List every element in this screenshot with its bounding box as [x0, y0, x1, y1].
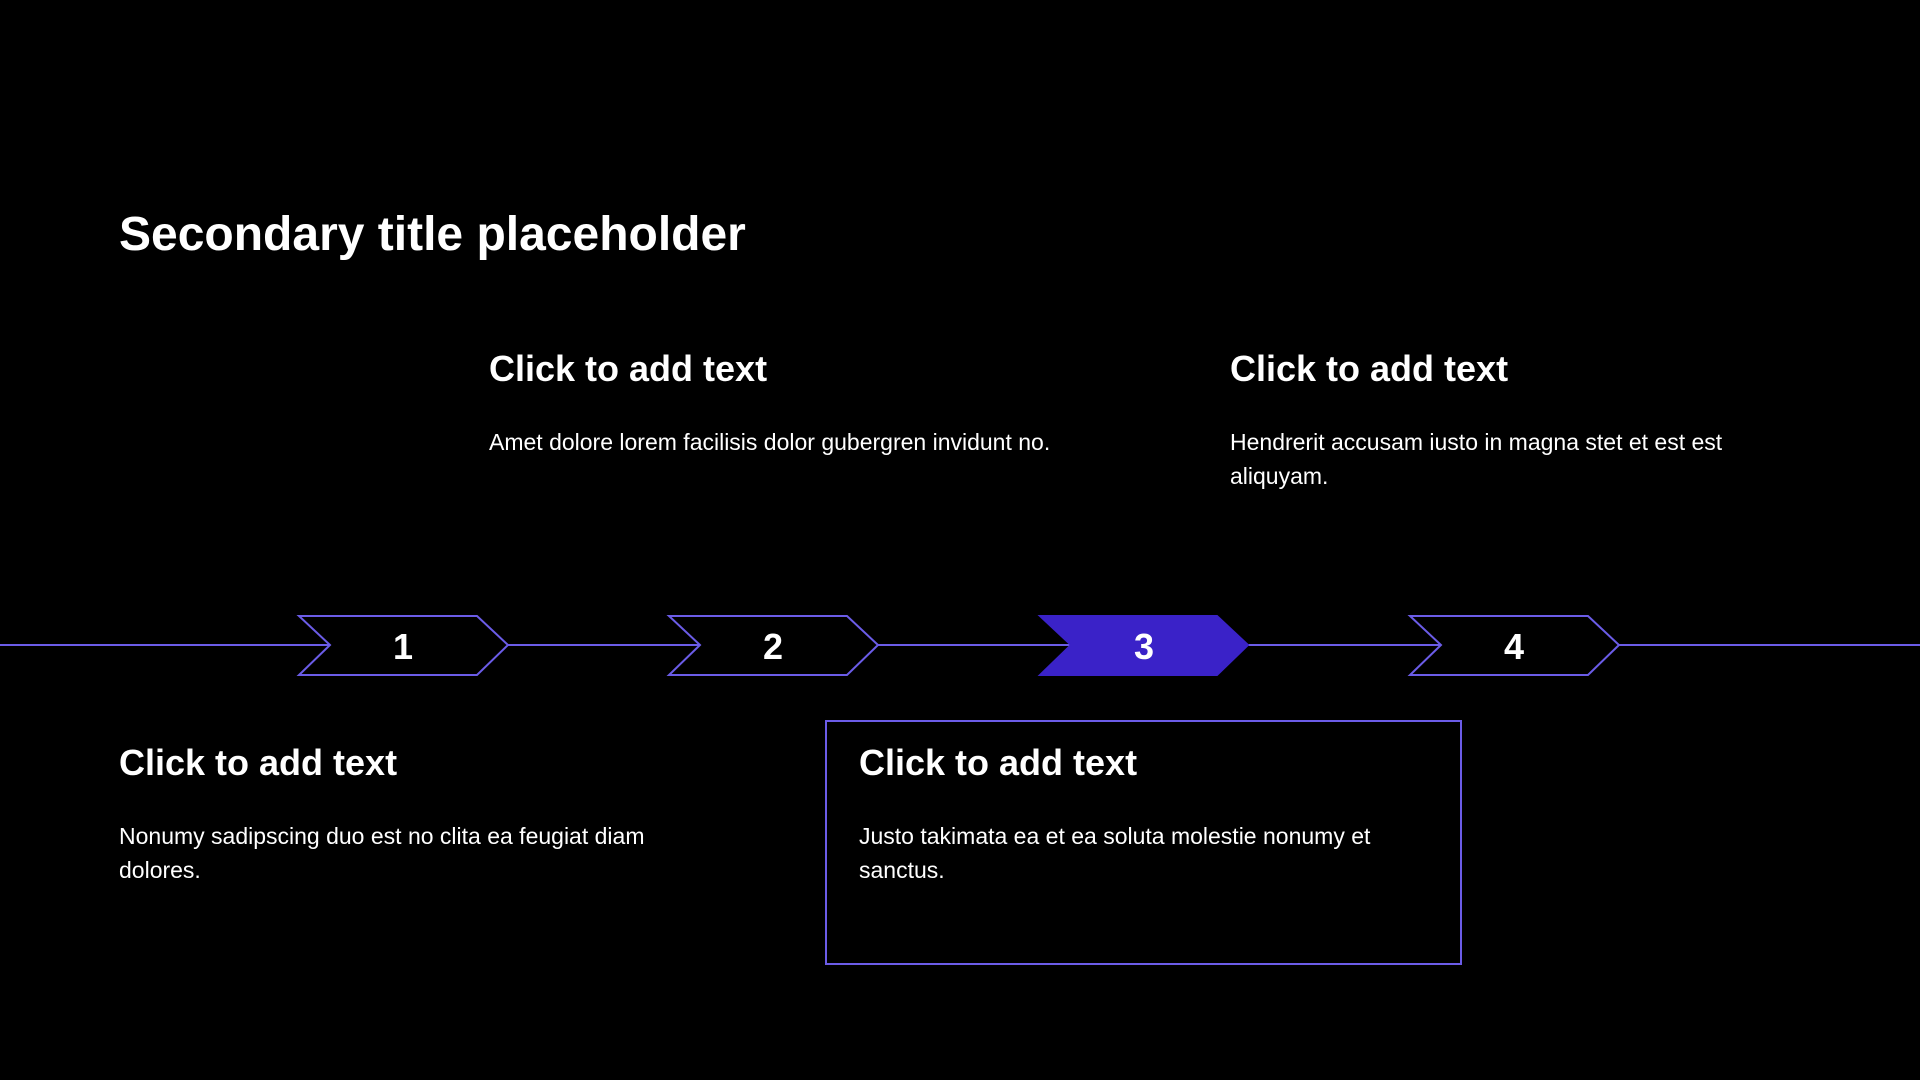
block-body[interactable]: Amet dolore lorem facilisis dolor guberg…: [489, 429, 1051, 455]
step-3-chevron[interactable]: [1037, 615, 1250, 676]
step-4-number: 4: [1503, 626, 1525, 667]
step-4-chevron[interactable]: [1407, 615, 1621, 676]
step-1-number: 1: [392, 626, 414, 667]
step-3-number: 3: [1133, 626, 1155, 667]
block-heading[interactable]: Click to add text: [489, 348, 768, 389]
text-block-step-2[interactable]: Click to add text Amet dolore lorem faci…: [489, 347, 1069, 459]
block-heading[interactable]: Click to add text: [1230, 348, 1509, 389]
step-2-number: 2: [762, 626, 784, 667]
text-block-step-4[interactable]: Click to add text Hendrerit accusam iust…: [1230, 347, 1810, 493]
block-body[interactable]: Nonumy sadipscing duo est no clita ea fe…: [119, 823, 645, 883]
slide-title[interactable]: Secondary title placeholder: [119, 208, 746, 261]
text-block-step-3[interactable]: Click to add text Justo takimata ea et e…: [859, 741, 1439, 887]
block-body[interactable]: Hendrerit accusam iusto in magna stet et…: [1230, 429, 1723, 489]
block-heading[interactable]: Click to add text: [119, 742, 398, 783]
text-block-step-1[interactable]: Click to add text Nonumy sadipscing duo …: [119, 741, 699, 887]
step-3-highlight-box: [825, 720, 1462, 965]
block-heading[interactable]: Click to add text: [859, 742, 1138, 783]
step-2-chevron[interactable]: [666, 615, 880, 676]
block-body[interactable]: Justo takimata ea et ea soluta molestie …: [859, 823, 1371, 883]
step-1-chevron[interactable]: [296, 615, 510, 676]
